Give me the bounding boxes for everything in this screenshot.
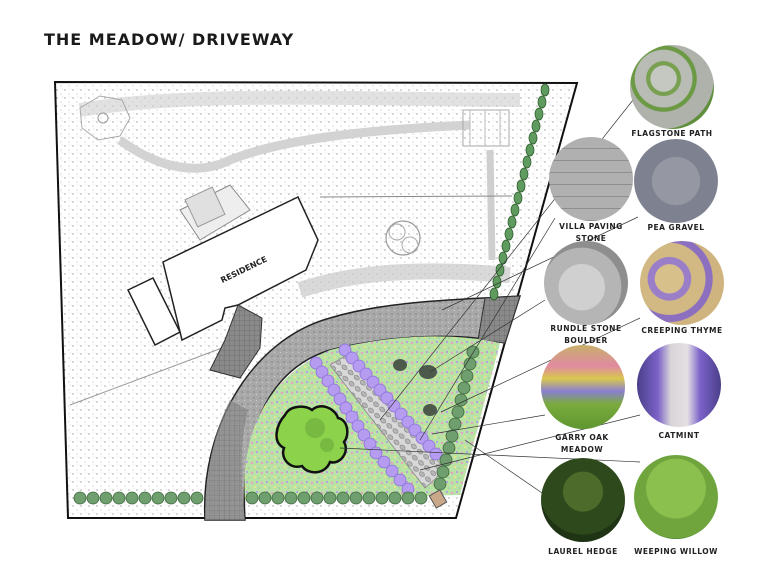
page-title: THE MEADOW/ DRIVEWAY — [44, 30, 295, 49]
weeping-willow-label: WEEPING WILLOW — [634, 547, 718, 556]
catmint-swatch — [637, 343, 721, 427]
gazebo — [79, 95, 131, 141]
garry-line2: MEADOW — [560, 445, 604, 454]
flagstone-label: FLAGSTONE PATH — [631, 129, 713, 138]
garry-line1: GARRY OAK — [555, 433, 609, 442]
tree-outline — [385, 220, 421, 256]
steps — [428, 489, 448, 509]
boulder — [393, 359, 407, 371]
boulder — [419, 365, 437, 379]
east-hedge — [489, 83, 550, 301]
entry-paving — [209, 304, 263, 379]
boulder — [423, 404, 437, 416]
creeping-thyme-label: CREEPING THYME — [641, 326, 723, 335]
laurel-hedge-swatch — [541, 458, 625, 542]
pea-gravel-label: PEA GRAVEL — [647, 223, 705, 232]
rundle-stone-label: RUNDLE STONE BOULDER — [540, 323, 632, 347]
weeping-willow-swatch — [634, 455, 718, 539]
flagstone-swatch — [630, 45, 714, 129]
laurel-hedge-label: LAUREL HEDGE — [548, 547, 618, 556]
catmint-rows — [309, 343, 443, 496]
leader-lines — [339, 99, 641, 496]
weeping-willow — [275, 405, 349, 474]
garage — [126, 277, 182, 347]
creeping-thyme-swatch — [640, 241, 724, 325]
catmint-label: CATMINT — [658, 431, 700, 440]
laurel-hedge — [73, 345, 480, 505]
rundle-line1: RUNDLE STONE — [550, 324, 622, 333]
villa-paving-label: VILLA PAVING STONE — [545, 221, 637, 245]
garry-oak-meadow-label: GARRY OAK MEADOW — [536, 432, 628, 456]
villa-paving-swatch — [549, 137, 633, 221]
rundle-stone-swatch — [544, 241, 628, 325]
rundle-line2: BOULDER — [564, 336, 608, 345]
pergola — [462, 109, 510, 147]
garry-oak-meadow-swatch — [541, 345, 625, 429]
pea-gravel-swatch — [634, 139, 718, 223]
villa-line1: VILLA PAVING — [559, 222, 623, 231]
villa-line2: STONE — [575, 234, 607, 243]
